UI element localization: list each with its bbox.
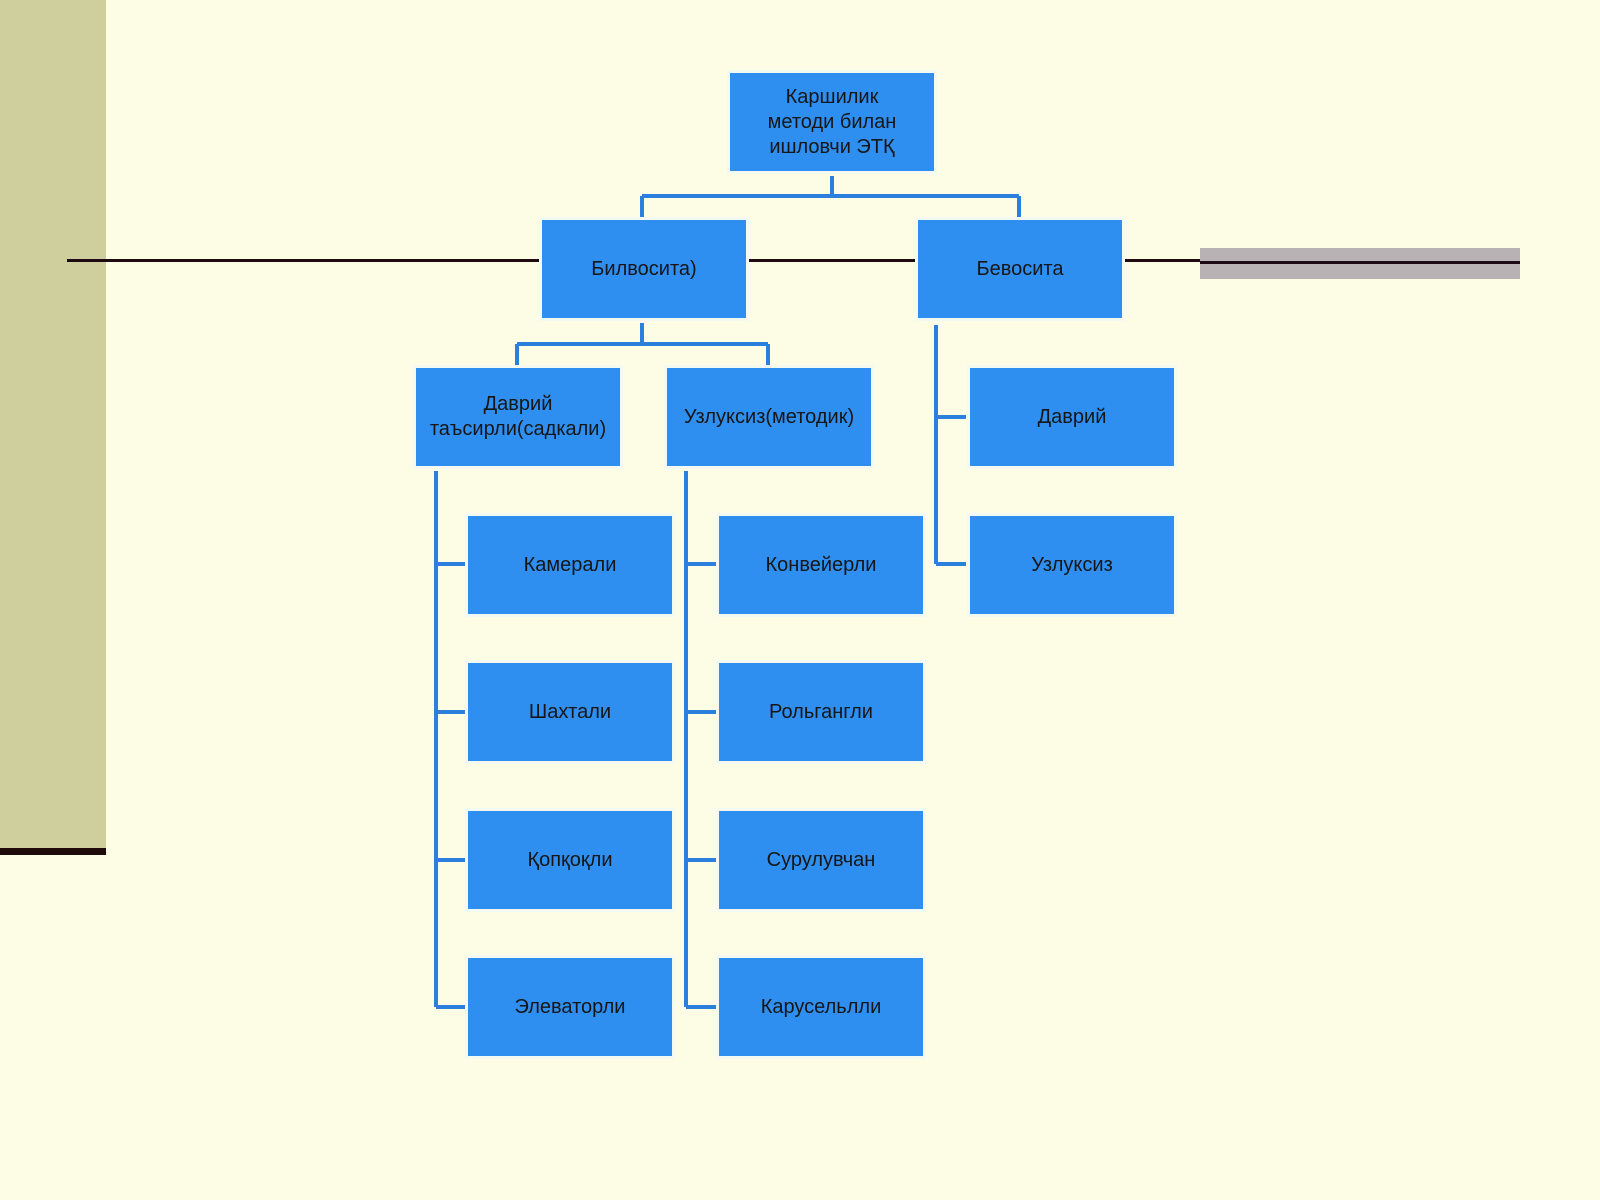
node-direct-item: Узлуксиз <box>970 516 1174 614</box>
node-periodic-item: Қопқоқли <box>468 811 672 909</box>
node-indirect-label: Билвосита) <box>591 257 697 280</box>
connector-direct-branch <box>934 325 966 566</box>
connector-continuous-branch <box>684 471 716 1009</box>
horizontal-rule-far-right <box>1200 261 1520 264</box>
node-continuous-item: Сурулувчан <box>719 811 923 909</box>
decorative-gray-band <box>1200 248 1520 279</box>
side-panel <box>0 0 106 848</box>
node-root-label: Каршилик методи билан ишловчи ЭТҚ <box>767 85 897 158</box>
horizontal-rule-left <box>67 259 542 262</box>
node-continuous-item-label: Карусельлли <box>760 995 882 1018</box>
node-periodic-item: Шахтали <box>468 663 672 761</box>
node-indirect: Билвосита) <box>542 220 746 318</box>
node-periodic: Даврий таъсирли(садкали) <box>416 368 620 466</box>
node-periodic-item-label: Камерали <box>523 553 617 576</box>
connector-periodic-branch <box>434 471 466 1009</box>
node-continuous-item-label: Рольгангли <box>769 700 873 723</box>
horizontal-rule-right <box>1124 259 1200 262</box>
connector-indirect-to-level2 <box>515 323 770 365</box>
node-continuous-item: Конвейерли <box>719 516 923 614</box>
side-panel-rule <box>0 848 106 855</box>
node-periodic-item-label: Шахтали <box>528 700 612 723</box>
node-continuous-label: Узлуксиз(методик) <box>683 405 855 428</box>
node-direct-label: Бевосита <box>976 257 1064 280</box>
node-direct: Бевосита <box>918 220 1122 318</box>
node-periodic-item: Камерали <box>468 516 672 614</box>
node-periodic-label: Даврий таъсирли(садкали) <box>429 393 607 440</box>
connector-root-to-level1 <box>640 176 1021 218</box>
node-continuous: Узлуксиз(методик) <box>667 368 871 466</box>
node-periodic-item: Элеваторли <box>468 958 672 1056</box>
node-continuous-item-label: Конвейерли <box>765 553 877 576</box>
node-direct-item: Даврий <box>970 368 1174 466</box>
node-continuous-item-label: Сурулувчан <box>766 848 876 871</box>
node-continuous-item: Карусельлли <box>719 958 923 1056</box>
horizontal-rule-middle <box>748 259 916 262</box>
node-direct-item-label: Узлуксиз <box>1031 553 1113 576</box>
node-periodic-item-label: Элеваторли <box>514 995 626 1018</box>
node-continuous-item: Рольгангли <box>719 663 923 761</box>
node-periodic-item-label: Қопқоқли <box>527 848 613 871</box>
node-direct-item-label: Даврий <box>1037 405 1107 428</box>
node-root: Каршилик методи билан ишловчи ЭТҚ <box>730 73 934 171</box>
